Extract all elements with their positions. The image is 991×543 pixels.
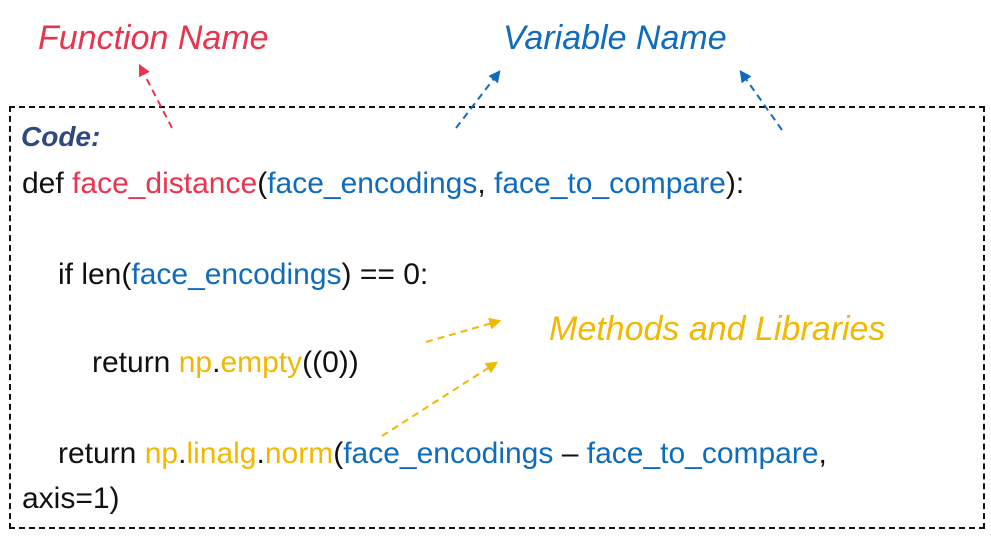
function-name-label: Function Name — [38, 19, 269, 57]
dot: . — [178, 437, 187, 470]
comma: , — [818, 437, 827, 470]
lib-np: np — [178, 346, 213, 379]
method-norm: norm — [264, 437, 334, 470]
param-face-to-compare: face_to_compare — [494, 167, 726, 200]
minus-operator: – — [553, 437, 587, 470]
keyword-return: return — [92, 346, 179, 379]
var-face-encodings: face_encodings — [343, 437, 554, 470]
code-line-axis: axis=1) — [22, 482, 120, 515]
dot: . — [256, 437, 265, 470]
dot: . — [212, 346, 221, 379]
comparison: ) == 0: — [341, 258, 429, 291]
keyword-def: def — [22, 167, 73, 200]
lib-np: np — [144, 437, 179, 470]
open-paren: ( — [257, 167, 268, 200]
param-face-encodings: face_encodings — [267, 167, 478, 200]
variable-name-label: Variable Name — [503, 19, 727, 57]
param-separator: , — [477, 167, 495, 200]
var-face-encodings: face_encodings — [131, 258, 342, 291]
keyword-if-len: if len( — [58, 258, 132, 291]
code-line-def: def face_distance(face_encodings, face_t… — [22, 166, 744, 202]
code-line-return-norm: return np.linalg.norm(face_encodings – f… — [58, 436, 827, 472]
function-name: face_distance — [72, 167, 258, 200]
close-paren-colon: ): — [725, 167, 745, 200]
code-line-if: if len(face_encodings) == 0: — [58, 257, 428, 293]
code-heading: Code: — [21, 121, 101, 152]
code-line-return-empty: return np.empty((0)) — [92, 345, 359, 381]
open-paren: ( — [333, 437, 344, 470]
keyword-return: return — [58, 437, 145, 470]
lib-linalg: linalg — [186, 437, 257, 470]
methods-libraries-label: Methods and Libraries — [549, 310, 886, 348]
var-face-to-compare: face_to_compare — [586, 437, 819, 470]
method-empty: empty — [220, 346, 303, 379]
empty-args: ((0)) — [302, 346, 359, 379]
